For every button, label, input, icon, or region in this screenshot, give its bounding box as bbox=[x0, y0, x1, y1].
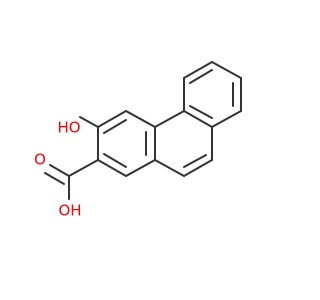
bond-c5-c6-inner bbox=[189, 69, 213, 84]
chemical-structure-diagram: HO O OH bbox=[34, 61, 242, 220]
bond-c3-hydroxyl bbox=[79, 116, 99, 128]
bond-lines bbox=[44, 61, 242, 200]
bond-c8-c8a bbox=[211, 110, 242, 128]
bond-c3-c4 bbox=[97, 110, 127, 128]
hydroxyl-label: HO bbox=[57, 119, 80, 137]
bond-c4a-c4b bbox=[154, 110, 185, 128]
bond-carboxyl-carbonyl-a bbox=[49, 164, 70, 177]
bond-c1-c2 bbox=[97, 159, 127, 177]
bond-c1-c2-inner bbox=[103, 153, 127, 168]
bond-c10-c10a bbox=[154, 159, 185, 177]
bond-c4b-c8a bbox=[183, 110, 213, 128]
bond-c10a-c1 bbox=[125, 159, 156, 177]
bond-c3-c4-inner bbox=[103, 119, 127, 134]
bond-c4-c4a bbox=[125, 110, 156, 128]
bond-c5-c6 bbox=[183, 61, 213, 79]
bond-carboxyl-carbonyl-b bbox=[44, 172, 65, 185]
bond-c9-c10 bbox=[183, 159, 213, 177]
bond-c2-carboxyl bbox=[68, 159, 99, 177]
acid-hydroxyl-label: OH bbox=[58, 202, 81, 220]
carbonyl-oxygen-label: O bbox=[34, 151, 46, 169]
bond-c9-c10-inner bbox=[183, 154, 207, 168]
bond-c6-c7 bbox=[211, 61, 242, 79]
bond-c4b-c8a-inner bbox=[189, 105, 213, 119]
atom-labels: HO O OH bbox=[34, 119, 81, 220]
